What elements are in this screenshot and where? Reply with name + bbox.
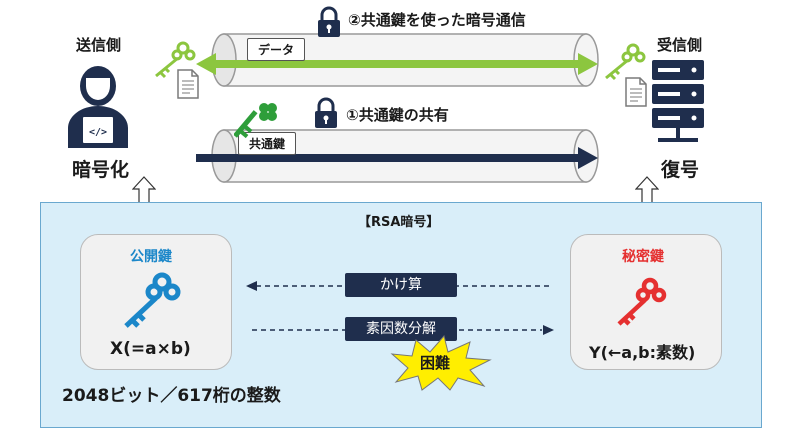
burst-shape [390,334,492,391]
key-sharing-caption: ①共通鍵の共有 [346,106,449,124]
document-icon [177,69,199,99]
document-icon [625,77,647,107]
server-icon [652,60,704,142]
public-key-title: 公開鍵 [130,249,172,265]
public-key-icon [124,272,181,328]
lock-icon [318,6,340,37]
lock-icon [315,97,337,128]
up-arrow [635,176,659,204]
encrypted-communication-caption: ②共通鍵を使った暗号通信 [348,11,526,29]
multiply-label: かけ算 [345,273,457,297]
receiver-label: 受信側 [657,36,703,54]
decrypt-label: 復号 [661,159,700,181]
data-transfer-arrow [196,53,598,75]
difficulty-label: 困難 [420,354,451,372]
key-icon [155,41,196,79]
factorization-label: 素因数分解 [345,317,457,341]
public-key-formula: X(=a×b) [110,339,191,359]
key-share-arrow [196,147,598,169]
key-icon [605,43,646,81]
encrypt-label: 暗号化 [72,159,130,181]
up-arrow [132,176,156,204]
sender-label: 送信側 [76,36,122,54]
private-key-icon [617,277,667,326]
common-key-icon [234,103,277,139]
public-key-box [80,234,232,370]
person-laptop-icon: </> [68,66,128,148]
private-key-formula: Y(←a,b:素数) [589,343,696,362]
private-key-title: 秘密鍵 [622,249,664,265]
key-size-footnote: 2048ビット／617桁の整数 [62,386,281,406]
rsa-title: 【RSA暗号】 [358,215,440,230]
data-tag: データ [247,38,306,61]
svg-text:</>: </> [89,127,107,138]
common-key-tag: 共通鍵 [238,132,297,155]
